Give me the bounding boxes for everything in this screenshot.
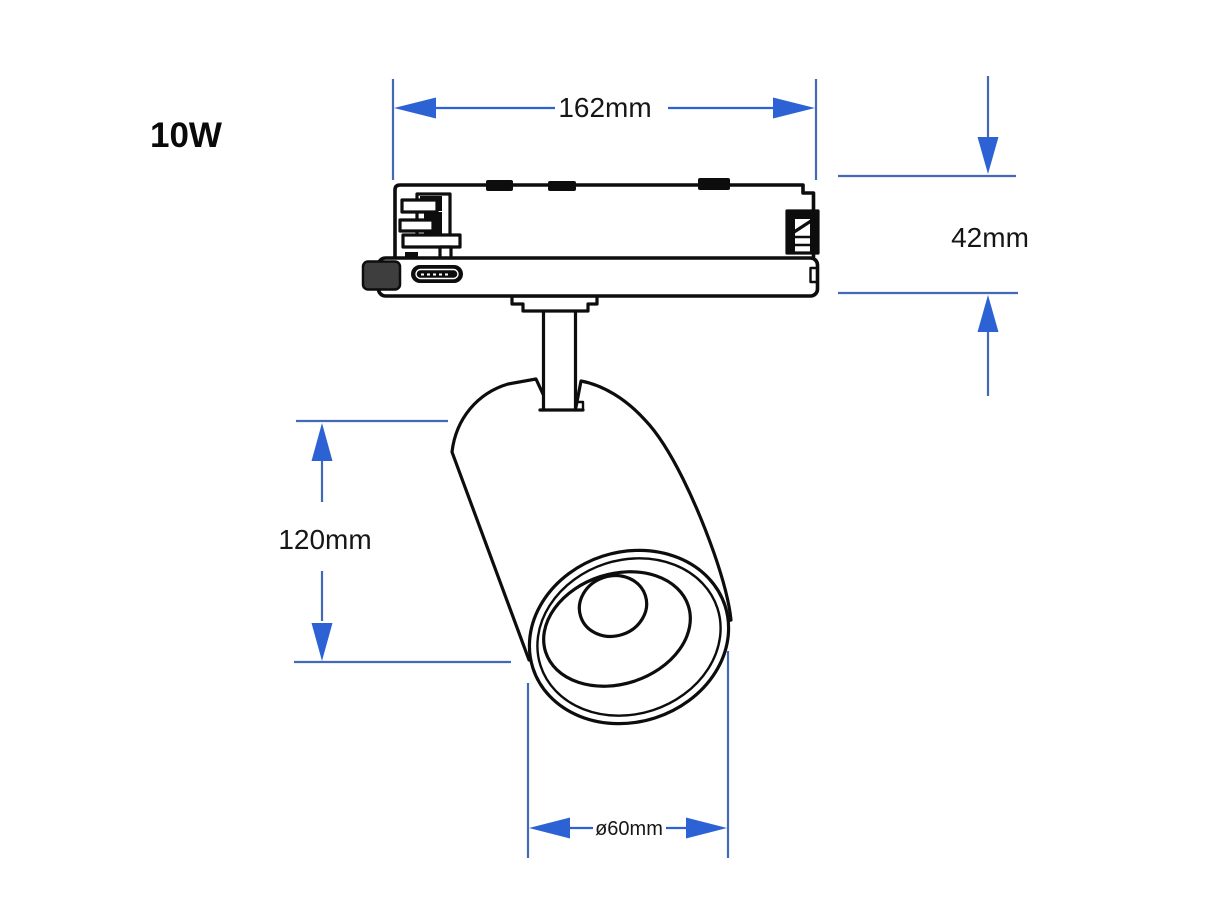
dimension-height-42: 42mm (838, 76, 1029, 396)
arrowhead-up-icon (311, 423, 333, 461)
dimension-length-120: 120mm (278, 419, 511, 664)
stem-drawing (538, 301, 585, 412)
height-dimension-label: 42mm (951, 222, 1029, 253)
locking-lever (361, 260, 402, 291)
bracket-right-bar (810, 211, 818, 253)
length-dimension-label: 120mm (278, 524, 371, 555)
wattage-label: 10W (150, 116, 222, 155)
contact-assembly (398, 192, 462, 262)
stem-body (543, 303, 576, 410)
lamp-lens-circle (577, 573, 649, 639)
product-label-pill (411, 265, 463, 283)
arrowhead-left-icon (529, 817, 570, 839)
arrowhead-right-icon (773, 97, 815, 119)
contact-pin-1 (400, 198, 439, 214)
bracket-top-bar (787, 211, 818, 219)
arrowhead-up-icon (977, 295, 999, 332)
stem-foot-step (574, 400, 585, 412)
ladder-bracket (785, 209, 820, 255)
dimension-width-162: 162mm (391, 79, 818, 180)
arrowhead-down-icon (977, 137, 999, 174)
arrowhead-left-icon (394, 97, 436, 119)
bracket-left-bar (787, 211, 795, 253)
contact-pin-2 (398, 218, 435, 233)
lamp-face-bezel-ring (536, 557, 722, 717)
width-dimension-label: 162mm (558, 92, 651, 123)
diameter-dimension-label: ø60mm (595, 818, 663, 840)
contact-bar (401, 233, 462, 249)
arrowhead-down-icon (311, 623, 333, 661)
dimension-diameter-60: ø60mm (526, 651, 730, 858)
track-adapter-drawing (361, 178, 820, 298)
label-pill (411, 265, 463, 283)
arrowhead-right-icon (686, 817, 727, 839)
collar-drawing (510, 294, 599, 313)
bracket-diagonal (789, 217, 816, 236)
top-clip-2 (548, 181, 576, 191)
top-clip-3 (698, 178, 730, 190)
lamp-head-drawing (450, 377, 733, 726)
top-clip-1 (486, 180, 513, 191)
label-pill-inner-frame (415, 268, 459, 280)
band-right-notch (809, 266, 819, 284)
adapter-upper-box (393, 183, 816, 259)
